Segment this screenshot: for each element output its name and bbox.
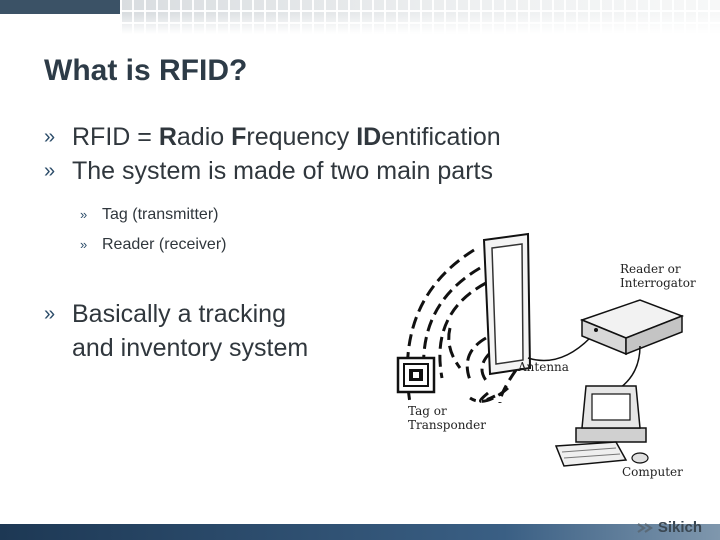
sikich-logo-icon <box>637 522 653 533</box>
sikich-logo: Sikich <box>636 519 702 536</box>
sub-bullet-tag: » Tag (transmitter) <box>80 200 380 230</box>
bullet-marker: » <box>80 237 88 252</box>
bullet-rfid-definition: » RFID = Radio Frequency IDentification <box>44 120 604 154</box>
top-decorative-band <box>0 0 720 34</box>
wave-arc <box>438 281 487 379</box>
bullet-marker: » <box>44 160 56 182</box>
tag-label-line1: Tag or <box>408 404 447 418</box>
antenna-label: Antenna <box>518 360 569 374</box>
computer-device <box>554 385 649 467</box>
tag-chip <box>396 356 436 394</box>
sub-bullet-list: » Tag (transmitter) » Reader (receiver) <box>80 200 380 260</box>
basically-line1: Basically a tracking <box>72 300 286 328</box>
reader-label-line2: Interrogator <box>620 276 696 290</box>
computer-label: Computer <box>622 465 683 479</box>
reader-label-line1: Reader or <box>620 262 681 276</box>
reader-device <box>579 299 685 356</box>
main-bullet-list: » RFID = Radio Frequency IDentification … <box>44 120 604 188</box>
system-parts-text: The system is made of two main parts <box>72 157 493 185</box>
slide-title: What is RFID? <box>44 54 248 87</box>
sub-bullet-text: Tag (transmitter) <box>102 206 219 223</box>
rfid-prefix: RFID = <box>72 123 159 151</box>
rfid-id-rest: entification <box>381 123 501 151</box>
sub-bullet-reader: » Reader (receiver) <box>80 230 380 260</box>
top-fade <box>0 0 720 34</box>
bullet-marker: » <box>44 303 56 325</box>
reader-label: Reader or Interrogator <box>620 262 696 290</box>
bullet-system-parts: » The system is made of two main parts <box>44 154 604 188</box>
rfid-system-diagram: Reader or Interrogator Antenna Tag or Tr… <box>390 228 710 488</box>
sub-bullet-text: Reader (receiver) <box>102 236 227 253</box>
bullet-marker: » <box>80 207 88 222</box>
bullet-basically: » Basically a tracking and inventory sys… <box>44 297 364 365</box>
rfid-id-bold: ID <box>356 123 382 151</box>
wave-arc <box>465 336 487 381</box>
basically-line2: and inventory system <box>72 334 309 362</box>
tag-label: Tag or Transponder <box>408 404 486 432</box>
rfid-r-bold: R <box>158 123 177 151</box>
logo-text: Sikich <box>657 519 702 536</box>
rfid-r-rest: adio <box>176 123 232 151</box>
wave-arc <box>498 369 518 404</box>
rfid-f-bold: F <box>231 123 247 151</box>
bullet-tracking-system: » Basically a tracking and inventory sys… <box>44 297 364 365</box>
rfid-diagram-graphic <box>396 232 685 467</box>
antenna <box>482 232 532 376</box>
wave-arc <box>447 327 462 369</box>
wave-arc <box>480 351 492 384</box>
tag-label-line2: Transponder <box>408 418 486 432</box>
rfid-f-rest: requency <box>246 123 357 151</box>
bottom-band <box>0 524 720 540</box>
bullet-marker: » <box>44 126 56 148</box>
